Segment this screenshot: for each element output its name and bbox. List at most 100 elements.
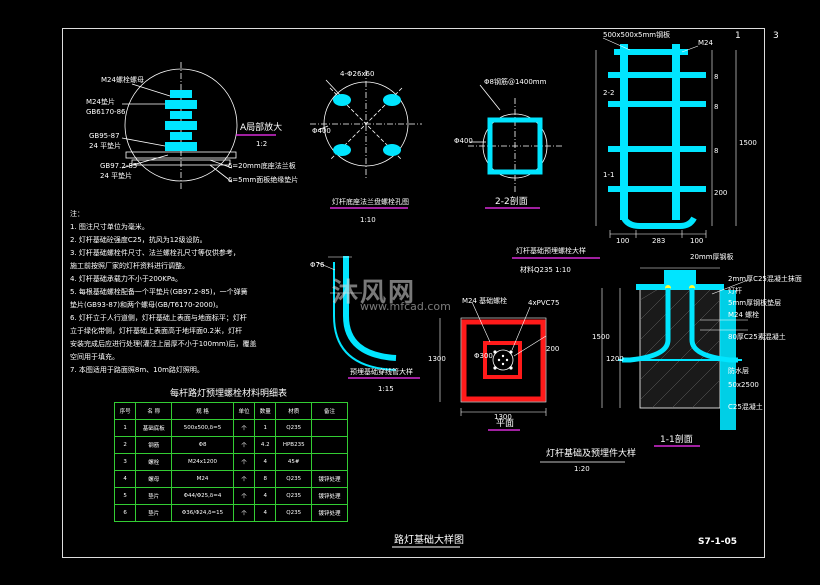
- bolt-dim-plate: 500x500x5mm钢板: [603, 31, 671, 39]
- table-header: 名 称: [135, 402, 173, 420]
- table-cell: 4.2: [254, 436, 277, 454]
- drawing-frame: [62, 28, 765, 558]
- table-cell: 个: [232, 487, 256, 505]
- table-cell: [311, 436, 348, 454]
- table-cell: 个: [232, 436, 256, 454]
- table-cell: 3: [113, 453, 137, 471]
- table-cell: 1: [113, 419, 137, 437]
- plan-dim-200: 200: [546, 345, 560, 353]
- s11-dim-concrete: C25混凝土: [728, 403, 763, 411]
- table-cell: 钢筋: [135, 436, 173, 454]
- s11-dim-1200: 1200: [606, 355, 624, 363]
- flange-plan-scale: 1:10: [360, 216, 376, 224]
- detail-a-callout-3: GB6170-86: [86, 108, 126, 116]
- section-2-2-dim-diameter: Φ400: [454, 137, 473, 145]
- plan-dim-bolt: M24 基础螺栓: [462, 297, 508, 305]
- table-cell: 4: [254, 453, 277, 471]
- note-line: 7. 本图适用于路面照8m、10m路灯照明。: [70, 366, 204, 374]
- table-cell: Q235: [275, 504, 312, 522]
- table-header: 序号: [113, 402, 137, 420]
- s11-dim-pad: 5mm厚钢板垫层: [728, 299, 782, 307]
- detail-a-callout-1: M24螺栓螺母: [101, 76, 144, 84]
- section-1-1-title: 1-1剖面: [660, 435, 693, 445]
- note-line: 施工前按照厂家的灯杆资料进行调整。: [70, 262, 189, 270]
- table-cell: Φ44/Φ25,δ=4: [171, 487, 234, 505]
- foundation-title: 灯杆基础及预埋件大样: [546, 449, 637, 459]
- foundation-scale: 1:20: [574, 465, 590, 473]
- plan-view-drawing: [439, 301, 547, 431]
- bolt-dim-1500: 1500: [739, 139, 757, 147]
- table-cell: 2: [113, 436, 137, 454]
- table-cell: 5: [113, 487, 137, 505]
- plan-dim-diameter: Φ300: [474, 352, 493, 360]
- materials-table: 序号 名 称 规 格 单位 数量 材质 备注 1 基础底板 500x500,δ=…: [113, 402, 348, 522]
- table-cell: HPB235: [275, 436, 312, 454]
- table-cell: 个: [232, 504, 256, 522]
- s11-dim-mortar: 2mm厚C25混凝土抹面: [728, 275, 802, 283]
- bolt-detail-title: 灯杆基础预埋螺栓大样: [516, 247, 586, 255]
- detail-a-callout-4: GB95-87: [89, 132, 120, 140]
- table-cell: 垫片: [135, 504, 173, 522]
- s11-dim-pole: 灯杆: [728, 287, 742, 295]
- bolt-elevation-drawing: [595, 37, 737, 238]
- table-cell: M24: [171, 470, 234, 488]
- table-row: 5 垫片 Φ44/Φ25,δ=4 个 4 Q235 镀锌处理: [113, 487, 348, 505]
- table-row: 1 基础底板 500x500,δ=5 个 1 Q235: [113, 419, 348, 437]
- table-cell: M24x1200: [171, 453, 234, 471]
- table-cell: 个: [232, 419, 256, 437]
- flange-plan-title: 灯杆底座法兰盘螺栓孔图: [332, 198, 409, 206]
- plan-dim-height: 1300: [428, 355, 446, 363]
- table-header: 数量: [254, 402, 277, 420]
- table-cell: Φ36/Φ24,δ=15: [171, 504, 234, 522]
- bolt-dim-283: 283: [652, 237, 666, 245]
- table-cell: 6: [113, 504, 137, 522]
- table-cell: 基础底板: [135, 419, 173, 437]
- table-cell: 500x500,δ=5: [171, 419, 234, 437]
- s11-dim-size: 50x2500: [728, 381, 759, 389]
- detail-a-callout-2: M24垫片: [86, 98, 115, 106]
- table-cell: 4: [113, 470, 137, 488]
- corner-label-left: 1: [735, 31, 741, 41]
- table-cell: 镀锌处理: [311, 487, 348, 505]
- section-2-2-title: 2-2剖面: [495, 197, 528, 207]
- detail-a-drawing: [121, 62, 238, 190]
- note-line: 3. 灯杆基础螺栓件尺寸、法兰螺栓孔尺寸等仅供参考，: [70, 249, 240, 257]
- detail-a-callout-8: δ=20mm底座法兰板: [228, 162, 296, 170]
- bolt-dim-section-2: 2-2: [603, 89, 615, 97]
- section-2-2-drawing: [468, 84, 562, 194]
- bolt-dim-8c: 8: [714, 147, 719, 155]
- table-cell: 4: [254, 487, 277, 505]
- table-header-row: 序号 名 称 规 格 单位 数量 材质 备注: [113, 402, 348, 420]
- corner-label-right: 3: [773, 31, 779, 41]
- table-cell: [311, 419, 348, 437]
- detail-a-callout-7: 24 平垫片: [100, 172, 133, 180]
- note-line: 安装完成后应进行处理(灌注上层厚不小于100mm)后，覆盖: [70, 340, 257, 348]
- conduit-drawing: [315, 256, 397, 371]
- bolt-dim-100b: 100: [690, 237, 704, 245]
- table-cell: Q235: [275, 419, 312, 437]
- note-line: 立于绿化带侧，灯杆基础上表面高于地坪面0.2米，灯杆: [70, 327, 243, 335]
- bolt-dim-8b: 8: [714, 103, 719, 111]
- table-header: 备注: [311, 402, 348, 420]
- conduit-title: 预埋基础穿线管大样: [350, 368, 413, 376]
- note-line: 空间用于填充。: [70, 353, 119, 361]
- table-cell: 螺栓: [135, 453, 173, 471]
- table-row: 6 垫片 Φ36/Φ24,δ=15 个 4 Q235 镀锌处理: [113, 504, 348, 522]
- table-cell: 个: [232, 470, 256, 488]
- table-row: 2 钢筋 Φ8 个 4.2 HPB235: [113, 436, 348, 454]
- s11-dim-1500: 1500: [592, 333, 610, 341]
- watermark-logo: 沐风网: [332, 278, 417, 308]
- table-cell: 1: [254, 419, 277, 437]
- bolt-detail-subtitle: 材料Q235 1:10: [520, 266, 571, 274]
- table-cell: Q235: [275, 487, 312, 505]
- drawing-title: 路灯基础大样图: [394, 535, 464, 546]
- table-cell: 个: [232, 453, 256, 471]
- bolt-dim-100a: 100: [616, 237, 630, 245]
- note-line: 6. 灯杆立于人行道侧，灯杆基础上表面与地面标平；灯杆: [70, 314, 247, 322]
- table-cell: 4: [254, 504, 277, 522]
- table-cell: 镀锌处理: [311, 470, 348, 488]
- plan-dim-width: 1300: [494, 413, 512, 421]
- section-2-2-dim-rebar: Φ8钢筋@1400mm: [484, 78, 547, 86]
- detail-a-callout-9: δ=5mm面板绝缘垫片: [228, 176, 299, 184]
